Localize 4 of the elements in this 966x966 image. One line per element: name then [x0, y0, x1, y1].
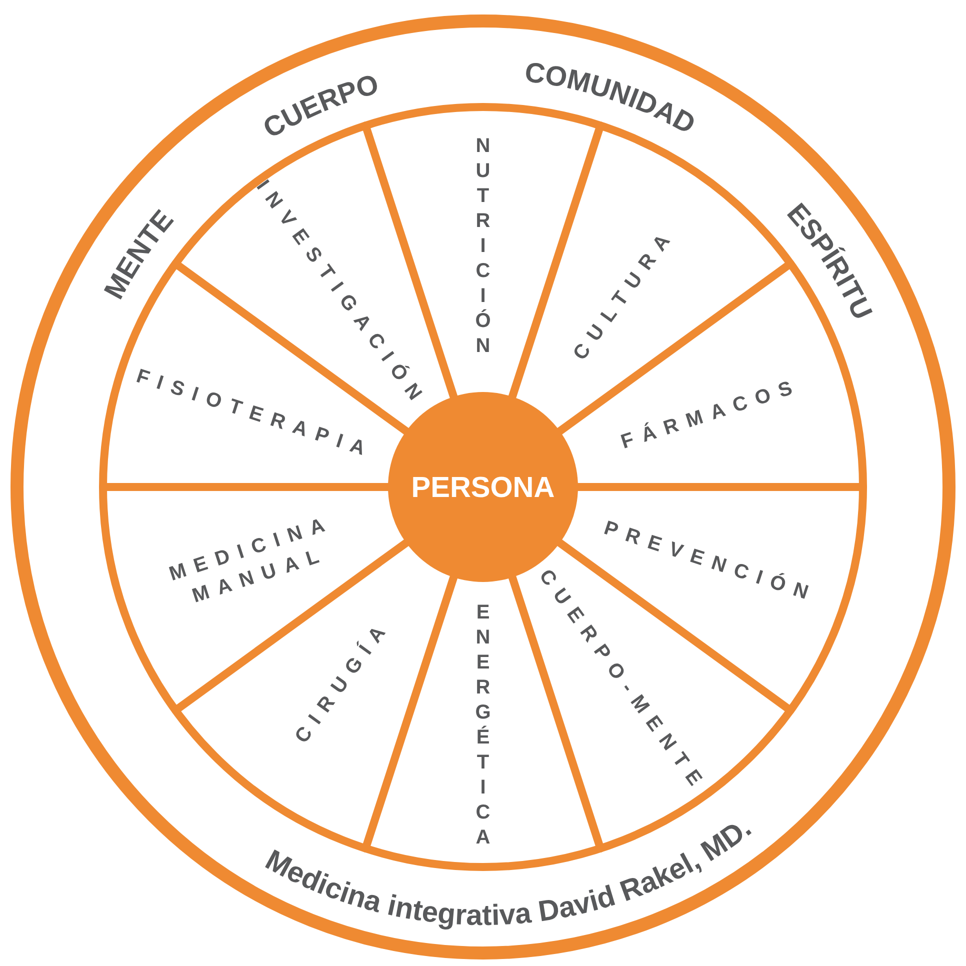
- segment-label: ENERGÉTICA: [472, 601, 494, 852]
- segment-label: NUTRICIÓN: [472, 135, 494, 360]
- outer-ring: [10, 14, 956, 960]
- center-label: PERSONA: [411, 472, 555, 504]
